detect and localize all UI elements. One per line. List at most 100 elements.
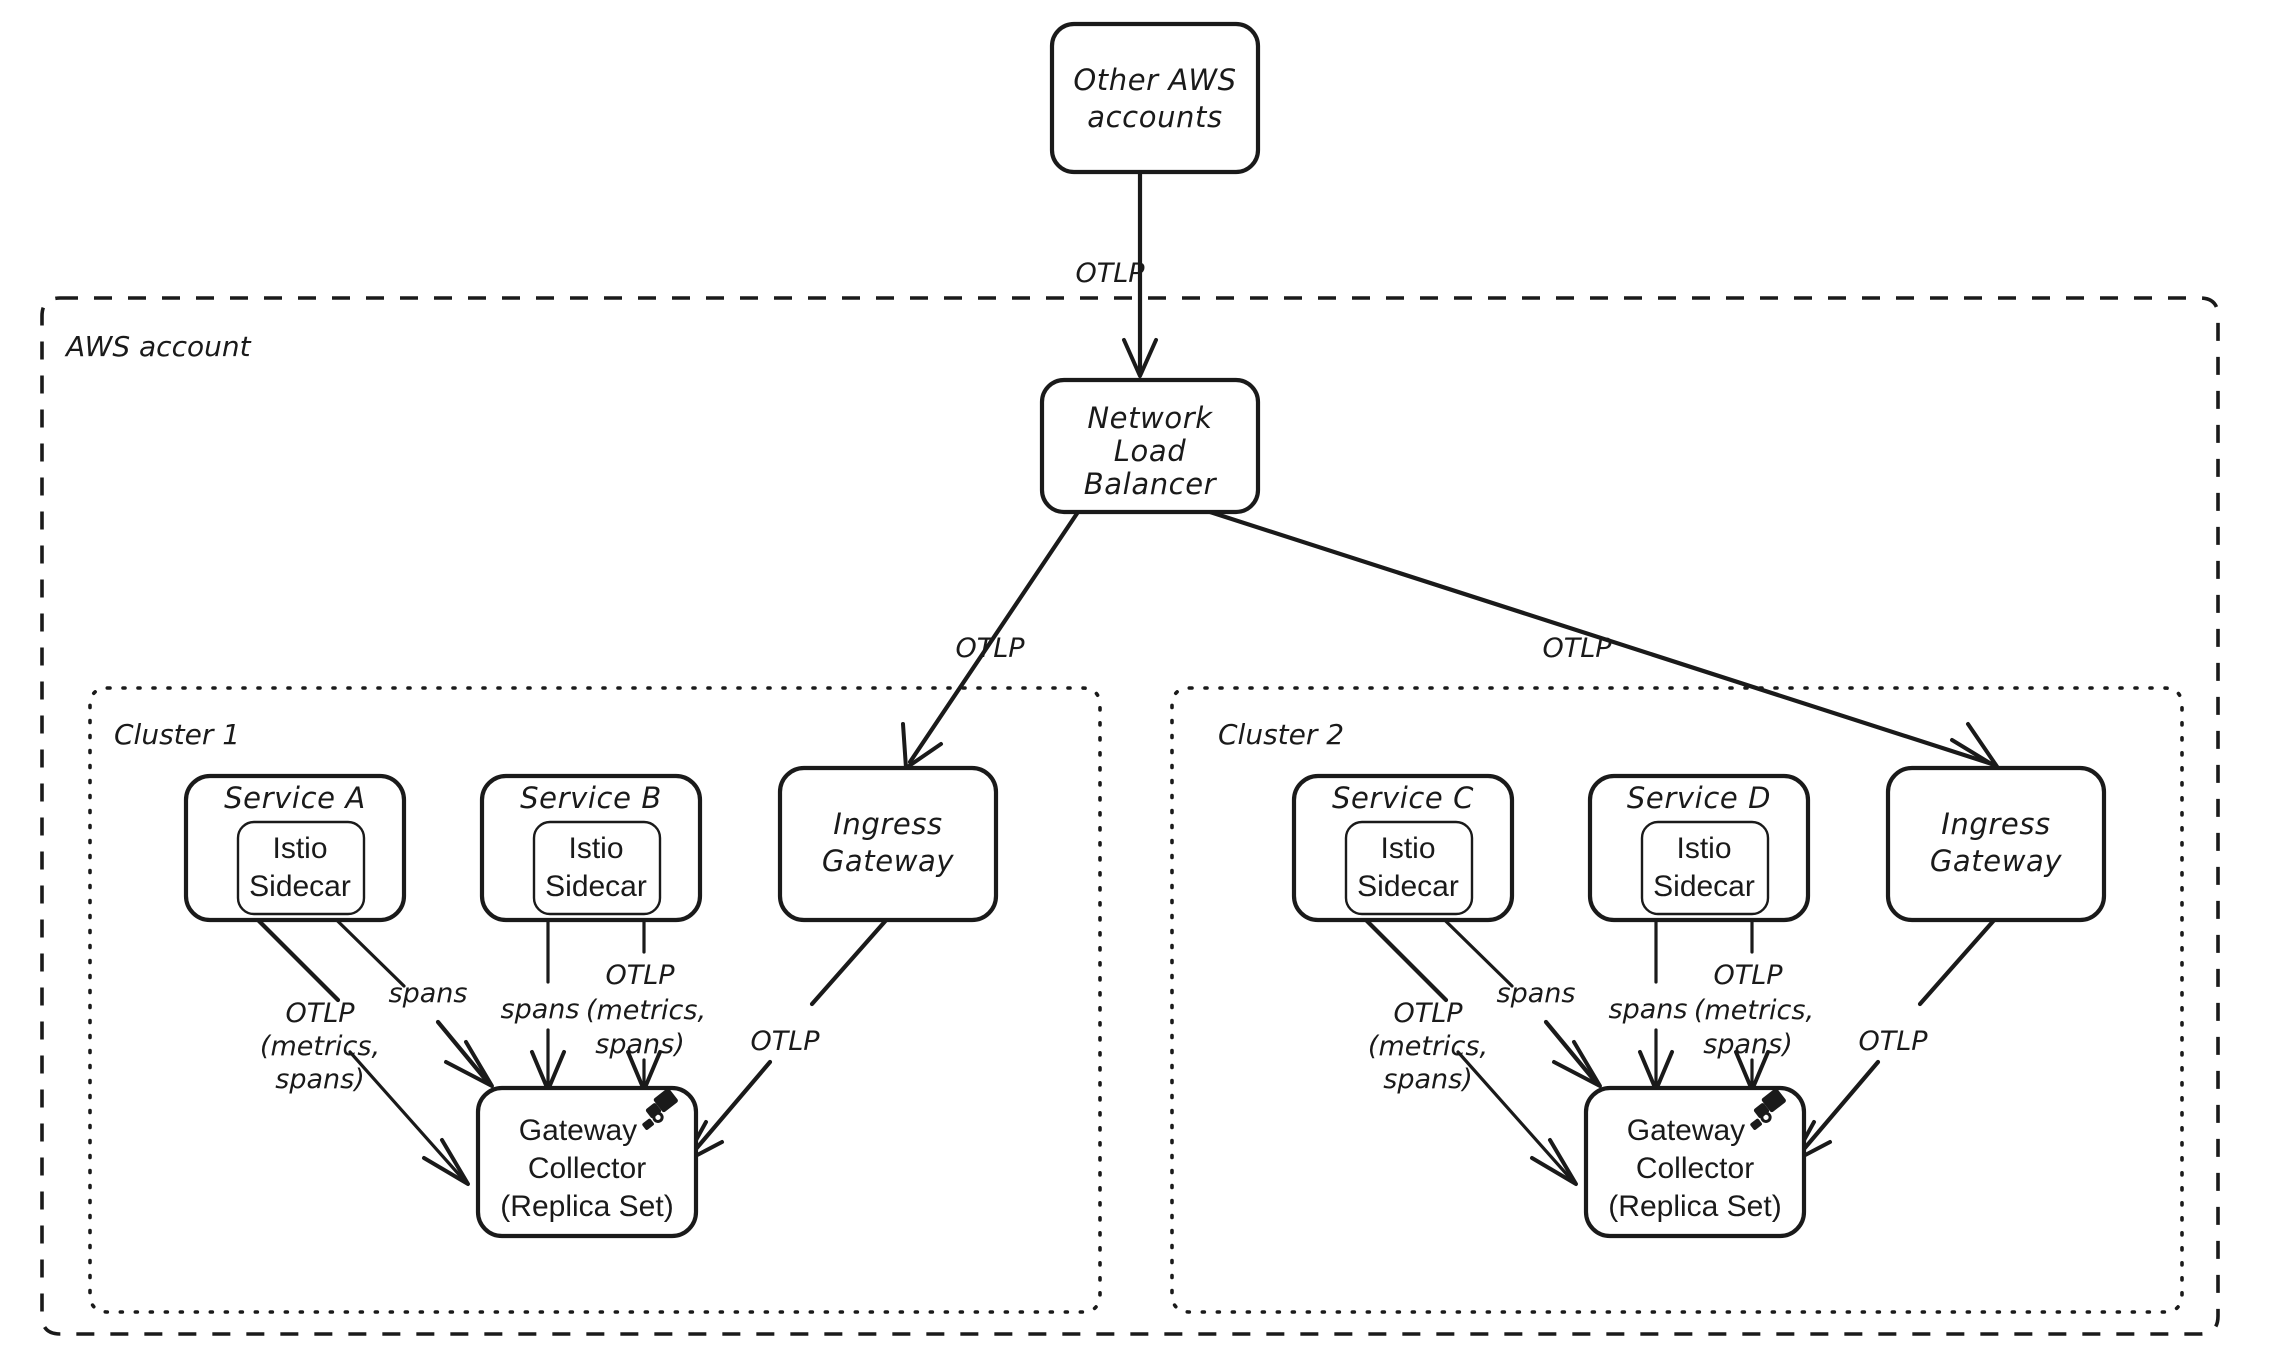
node-ingress-gateway-2[interactable]: Ingress Gateway bbox=[1885, 765, 2107, 923]
edge-line bbox=[1917, 915, 1999, 1007]
edge-label-svc-a-body-line-2: (metrics, bbox=[260, 1031, 380, 1062]
zone-aws-account bbox=[40, 296, 2220, 1336]
edge-line bbox=[907, 509, 1081, 765]
collector-1-label-line-1: Gateway bbox=[519, 1114, 637, 1147]
service-c-title: Service C bbox=[1332, 781, 1474, 815]
edge-label-svc-c-body-line-2: (metrics, bbox=[1368, 1031, 1488, 1062]
istio-sidecar-box[interactable] bbox=[1640, 820, 1770, 916]
cluster-2-border bbox=[1170, 686, 2184, 1314]
node-service-b[interactable]: Service B Istio Sidecar bbox=[479, 773, 703, 923]
service-b-sidecar-line-2: Sidecar bbox=[545, 870, 647, 903]
arrowhead-icon bbox=[1552, 1040, 1602, 1088]
collector-2-label-line-3: (Replica Set) bbox=[1608, 1190, 1781, 1223]
service-c-sidecar-line-2: Sidecar bbox=[1357, 870, 1459, 903]
other-aws-label-line-2: accounts bbox=[1087, 100, 1222, 134]
collector-1-label-line-3: (Replica Set) bbox=[500, 1190, 673, 1223]
cluster-1-zone-label: Cluster 1 bbox=[114, 718, 240, 751]
ingress-2-label-line-2: Gateway bbox=[1930, 844, 2063, 878]
edge-other-aws-to-nlb bbox=[1122, 169, 1158, 378]
service-d-title: Service D bbox=[1627, 781, 1771, 815]
edge-label-svc-c-sidecar: spans bbox=[1497, 978, 1576, 1009]
service-a-sidecar-line-1: Istio bbox=[272, 832, 327, 865]
edge-label-svc-b-body-line-3: spans) bbox=[595, 1029, 684, 1060]
cluster-2-zone-label: Cluster 2 bbox=[1218, 718, 1344, 751]
arrowhead-icon bbox=[444, 1040, 494, 1088]
edge-service-c-body-to-collector-2 bbox=[1353, 907, 1578, 1186]
istio-sidecar-box[interactable] bbox=[1344, 820, 1474, 916]
collector-2-label-line-1: Gateway bbox=[1627, 1114, 1745, 1147]
service-d-sidecar-line-2: Sidecar bbox=[1653, 870, 1755, 903]
edge-service-a-body-to-collector-1 bbox=[245, 907, 470, 1186]
edge-label-svc-b-body-line-1: OTLP bbox=[605, 960, 675, 991]
collector-1-label-line-2: Collector bbox=[528, 1152, 646, 1185]
collector-2-label-line-2: Collector bbox=[1636, 1152, 1754, 1185]
node-ingress-gateway-1[interactable]: Ingress Gateway bbox=[777, 765, 999, 923]
edge-line bbox=[245, 907, 341, 1003]
edge-line-cont bbox=[435, 1019, 489, 1083]
edge-label-svc-a-body-line-1: OTLP bbox=[285, 998, 355, 1029]
edge-line-cont bbox=[687, 1059, 773, 1159]
edge-label-svc-d-sidecar: spans bbox=[1609, 994, 1688, 1025]
ingress-1-label-line-2: Gateway bbox=[822, 844, 955, 878]
ingress-1-label-line-1: Ingress bbox=[833, 807, 943, 841]
node-service-d[interactable]: Service D Istio Sidecar bbox=[1587, 773, 1811, 923]
ingress-2-label-line-1: Ingress bbox=[1941, 807, 2051, 841]
node-network-load-balancer[interactable]: Network Load Balancer bbox=[1039, 377, 1261, 515]
edge-label-nlb-to-cluster-2: OTLP bbox=[1542, 633, 1612, 664]
edge-label-ingress-2-out: OTLP bbox=[1858, 1026, 1928, 1057]
node-box bbox=[1049, 21, 1261, 175]
aws-account-border bbox=[40, 296, 2220, 1336]
node-service-a[interactable]: Service A Istio Sidecar bbox=[183, 773, 407, 923]
node-box bbox=[1039, 377, 1261, 515]
edge-line-cont bbox=[1456, 1050, 1572, 1180]
node-box bbox=[1885, 765, 2107, 923]
service-a-sidecar-line-2: Sidecar bbox=[249, 870, 351, 903]
edge-line-cont bbox=[1795, 1059, 1881, 1159]
service-c-sidecar-line-1: Istio bbox=[1380, 832, 1435, 865]
node-box bbox=[1583, 1085, 1807, 1239]
edge-line bbox=[809, 915, 891, 1007]
nlb-label-line-3: Balancer bbox=[1084, 467, 1218, 501]
edge-label-svc-d-body-line-1: OTLP bbox=[1713, 960, 1783, 991]
edge-label-svc-d-body-line-2: (metrics, bbox=[1694, 995, 1814, 1026]
telescope-icon bbox=[642, 1088, 678, 1130]
edge-line bbox=[1207, 509, 1995, 767]
edge-label-svc-c-body-line-1: OTLP bbox=[1393, 998, 1463, 1029]
edge-line bbox=[1353, 907, 1449, 1003]
service-a-title: Service A bbox=[224, 781, 366, 815]
edge-line-cont bbox=[1543, 1019, 1597, 1083]
arrowhead-icon bbox=[1950, 722, 2000, 770]
cluster-1-border bbox=[88, 686, 1102, 1314]
zone-cluster-1 bbox=[88, 686, 1102, 1314]
service-d-sidecar-line-1: Istio bbox=[1676, 832, 1731, 865]
arrowhead-icon bbox=[1122, 338, 1158, 378]
nlb-label-line-1: Network bbox=[1087, 401, 1213, 435]
edge-label-svc-c-body-line-3: spans) bbox=[1383, 1064, 1472, 1095]
other-aws-label-line-1: Other AWS bbox=[1073, 63, 1236, 97]
istio-sidecar-box[interactable] bbox=[532, 820, 662, 916]
node-service-c[interactable]: Service C Istio Sidecar bbox=[1291, 773, 1515, 923]
node-gateway-collector-2[interactable]: Gateway Collector (Replica Set) bbox=[1583, 1085, 1807, 1239]
edge-label-other-to-nlb: OTLP bbox=[1075, 258, 1145, 289]
edge-service-b-body-to-collector-1 bbox=[626, 896, 662, 1092]
node-other-aws-accounts[interactable]: Other AWS accounts bbox=[1049, 21, 1261, 175]
aws-account-zone-label: AWS account bbox=[64, 330, 252, 363]
service-b-title: Service B bbox=[520, 781, 662, 815]
node-box bbox=[777, 765, 999, 923]
edge-line-cont bbox=[348, 1050, 464, 1180]
istio-sidecar-box[interactable] bbox=[236, 820, 366, 916]
node-gateway-collector-1[interactable]: Gateway Collector (Replica Set) bbox=[475, 1085, 699, 1239]
arrowhead-icon bbox=[422, 1138, 470, 1186]
edge-label-svc-d-body-line-3: spans) bbox=[1703, 1029, 1792, 1060]
edge-label-ingress-1-out: OTLP bbox=[750, 1026, 820, 1057]
zone-cluster-2 bbox=[1170, 686, 2184, 1314]
service-b-sidecar-line-1: Istio bbox=[568, 832, 623, 865]
edge-label-svc-a-sidecar: spans bbox=[389, 978, 468, 1009]
edge-label-svc-a-body-line-3: spans) bbox=[275, 1064, 364, 1095]
arrowhead-icon bbox=[1530, 1138, 1578, 1186]
edge-label-svc-b-body-line-2: (metrics, bbox=[586, 995, 706, 1026]
edge-label-nlb-to-cluster-1: OTLP bbox=[955, 633, 1025, 664]
edge-service-d-body-to-collector-2 bbox=[1734, 896, 1770, 1092]
telescope-icon bbox=[1750, 1088, 1786, 1130]
